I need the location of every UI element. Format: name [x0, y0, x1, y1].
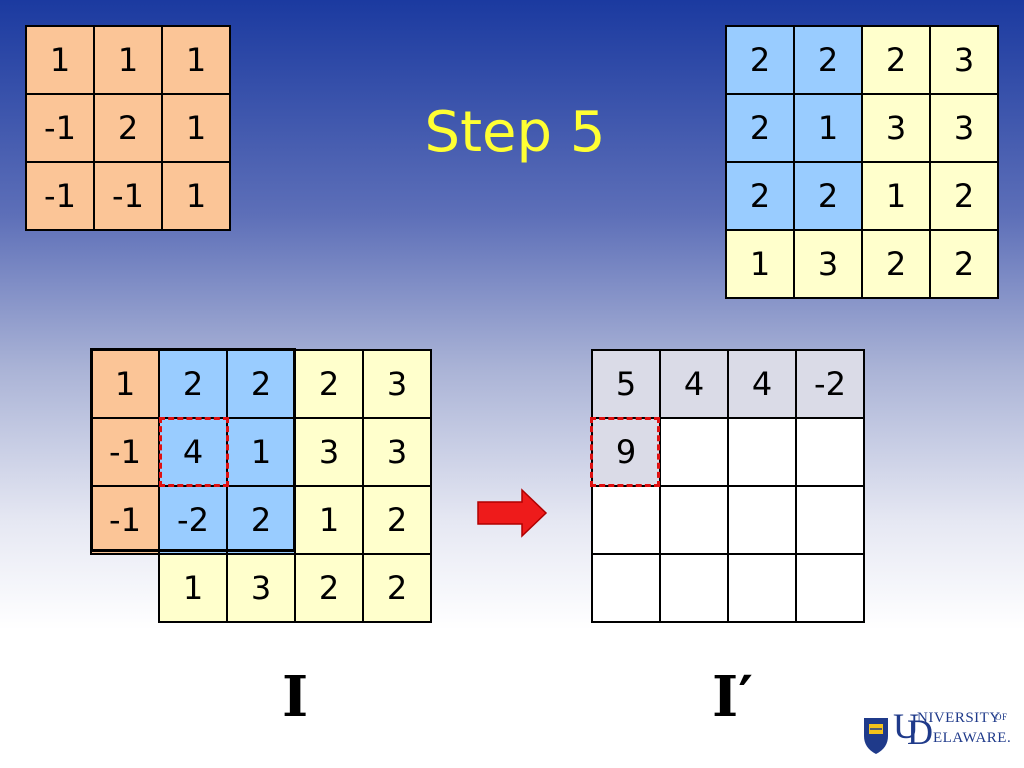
kernel-cell: 1 [161, 161, 231, 231]
output-cell [795, 553, 865, 623]
image-cell: 2 [725, 161, 795, 231]
output-cell [659, 553, 729, 623]
output-cell [727, 417, 797, 487]
overlay-cell: 2 [362, 553, 432, 623]
image-cell: 2 [725, 93, 795, 163]
overlay-cell: -1 [90, 417, 160, 487]
university-logo: U NIVERSITY OF D ELAWARE. [893, 706, 1011, 750]
kernel-cell: -1 [93, 161, 163, 231]
kernel-cell: 1 [161, 93, 231, 163]
overlay-cell: 3 [226, 553, 296, 623]
image-row: 2 2 2 3 [725, 25, 999, 95]
overlay-cell: 1 [158, 553, 228, 623]
output-cell [659, 417, 729, 487]
overlay-cell: 3 [362, 417, 432, 487]
output-grid: 5 4 4 -2 9 [591, 349, 865, 623]
overlay-grid: 1 2 2 2 3 -1 4 1 3 3 -1 -2 2 1 2 1 3 2 2 [90, 349, 432, 623]
image-cell: 2 [861, 25, 931, 95]
kernel-cell: 1 [161, 25, 231, 95]
image-cell: 1 [861, 161, 931, 231]
image-row: 2 1 3 3 [725, 93, 999, 163]
overlay-cell: 1 [226, 417, 296, 487]
output-cell: 5 [591, 349, 661, 419]
overlay-cell: -2 [158, 485, 228, 555]
kernel-grid: 1 1 1 -1 2 1 -1 -1 1 [25, 25, 231, 231]
image-cell: 2 [793, 161, 863, 231]
overlay-cell-center: 4 [158, 417, 228, 487]
image-cell: 2 [793, 25, 863, 95]
output-cell [659, 485, 729, 555]
output-row: 5 4 4 -2 [591, 349, 865, 419]
slide-title: Step 5 [424, 100, 606, 165]
kernel-row: 1 1 1 [25, 25, 231, 95]
overlay-row: 1 3 2 2 [91, 553, 432, 623]
overlay-empty-cell [91, 554, 159, 622]
output-cell: -2 [795, 349, 865, 419]
output-cell [727, 553, 797, 623]
logo-letter-d: D [907, 712, 933, 752]
kernel-row: -1 -1 1 [25, 161, 231, 231]
image-cell: 2 [861, 229, 931, 299]
image-grid: 2 2 2 3 2 1 3 3 2 2 1 2 1 3 2 2 [725, 25, 999, 299]
kernel-cell: 2 [93, 93, 163, 163]
right-arrow-icon [477, 488, 548, 538]
overlay-cell: 2 [362, 485, 432, 555]
image-cell: 3 [793, 229, 863, 299]
kernel-cell: 1 [25, 25, 95, 95]
university-crest-icon [864, 718, 888, 754]
kernel-cell: -1 [25, 161, 95, 231]
overlay-cell: -1 [90, 485, 160, 555]
kernel-row: -1 2 1 [25, 93, 231, 163]
overlay-cell: 2 [226, 485, 296, 555]
image-cell: 2 [929, 229, 999, 299]
image-cell: 1 [725, 229, 795, 299]
output-row [591, 553, 865, 623]
output-cell [795, 417, 865, 487]
output-row: 9 [591, 417, 865, 487]
logo-word-delaware: ELAWARE. [933, 730, 1012, 746]
overlay-cell: 3 [362, 349, 432, 419]
kernel-cell: -1 [25, 93, 95, 163]
image-cell: 3 [929, 25, 999, 95]
image-cell: 2 [725, 25, 795, 95]
output-cell [591, 553, 661, 623]
output-row [591, 485, 865, 555]
overlay-cell: 2 [294, 349, 364, 419]
kernel-cell: 1 [93, 25, 163, 95]
overlay-cell: 1 [90, 349, 160, 419]
image-row: 2 2 1 2 [725, 161, 999, 231]
overlay-cell: 2 [158, 349, 228, 419]
overlay-row: 1 2 2 2 3 [90, 349, 432, 419]
output-cell: 9 [591, 417, 661, 487]
output-cell [727, 485, 797, 555]
image-row: 1 3 2 2 [725, 229, 999, 299]
image-cell: 2 [929, 161, 999, 231]
output-cell [795, 485, 865, 555]
overlay-cell: 1 [294, 485, 364, 555]
output-image-label: I′ [712, 664, 753, 730]
overlay-cell: 2 [226, 349, 296, 419]
overlay-cell: 3 [294, 417, 364, 487]
overlay-cell: 2 [294, 553, 364, 623]
image-cell: 1 [793, 93, 863, 163]
logo-word-of: OF [995, 712, 1008, 722]
logo-word-university: NIVERSITY [917, 710, 1001, 726]
image-cell: 3 [929, 93, 999, 163]
overlay-row: -1 -2 2 1 2 [90, 485, 432, 555]
output-cell: 4 [659, 349, 729, 419]
overlay-row: -1 4 1 3 3 [90, 417, 432, 487]
output-cell [591, 485, 661, 555]
input-image-label: I [282, 664, 309, 730]
image-cell: 3 [861, 93, 931, 163]
output-cell: 4 [727, 349, 797, 419]
logo-letter-u: U [893, 706, 919, 746]
